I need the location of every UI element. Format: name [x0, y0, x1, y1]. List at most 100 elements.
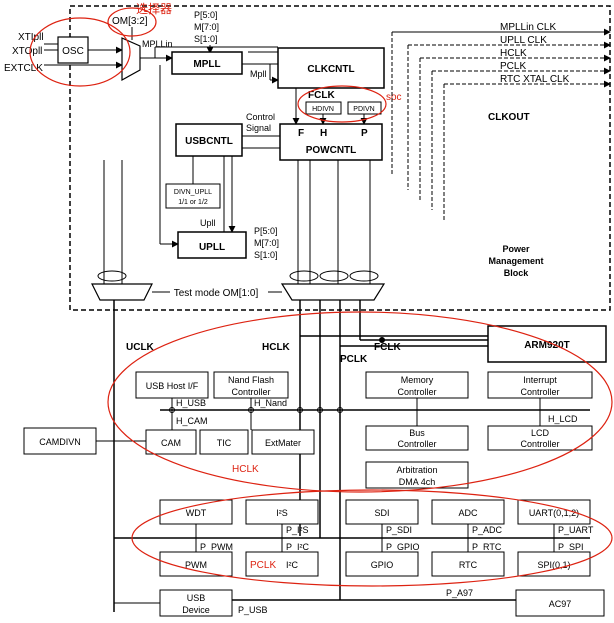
interrupt-label-2: Controller	[520, 387, 559, 397]
usbcntl-box	[175, 123, 243, 157]
p-pwm-label: P_PWM	[200, 542, 233, 552]
upll-label: UPLL	[199, 242, 225, 253]
red-circle-divn	[297, 85, 387, 123]
arm920t-label: ARM920T	[524, 340, 570, 351]
gpio-label: GPIO	[371, 560, 394, 570]
tic-label: TIC	[217, 438, 232, 448]
hclk-bus-label: HCLK	[262, 342, 291, 353]
xtipll-label: XTIpll	[18, 32, 44, 43]
out-rtc-xtal-clk: RTC XTAL CLK	[500, 74, 570, 85]
ac97-box	[515, 589, 605, 617]
lcd-box	[487, 425, 593, 451]
pclk-note: PCLK	[250, 560, 276, 571]
nand-box	[213, 371, 289, 399]
usb-device-label-1: USB	[187, 593, 206, 603]
out-hclk: HCLK	[500, 48, 527, 59]
i2s-box	[245, 499, 319, 525]
nand-label-1: Nand Flash	[228, 375, 274, 385]
test-mux-left	[91, 283, 153, 301]
uart-box	[517, 499, 591, 525]
tic-box	[199, 429, 249, 455]
clkout-label: CLKOUT	[488, 112, 530, 123]
out-pclk: PCLK	[500, 61, 526, 72]
control-signal-1: Control	[246, 112, 275, 122]
nand-label-2: Controller	[231, 387, 270, 397]
red-circle-ahb	[107, 311, 613, 493]
usb-device-label-2: Device	[182, 605, 210, 615]
power-block-1: Power	[502, 244, 530, 254]
upll-out-label: Upll	[200, 218, 216, 228]
selector-note: 选择器	[136, 2, 172, 16]
divn-upll-ratio: 1/1 or 1/2	[178, 199, 208, 206]
h-lcd-label: H_LCD	[548, 414, 578, 424]
h-usb-label: H_USB	[176, 398, 206, 408]
p-sdi-label: P_SDI	[386, 525, 412, 535]
red-circle-om	[107, 7, 157, 37]
h-cam-label: H_CAM	[176, 416, 208, 426]
rtc-label: RTC	[459, 560, 478, 570]
cam-label: CAM	[161, 438, 181, 448]
osc-box	[57, 36, 89, 64]
i2c-label: I²C	[286, 560, 298, 570]
mpll-out-label: Mpll	[250, 69, 267, 79]
gpio-box	[345, 551, 419, 577]
memory-label-2: Controller	[397, 387, 436, 397]
pdivn-label: PDIVN	[353, 106, 374, 113]
rtc-box	[431, 551, 505, 577]
out-mpllin-clk: MPLLin CLK	[500, 22, 556, 33]
out-upll-clk: UPLL CLK	[500, 35, 547, 46]
hclk-note: HCLK	[232, 464, 259, 475]
p-usb-label: P_USB	[238, 605, 268, 615]
p-i2s-label: P_I²S	[286, 525, 309, 535]
wdt-label: WDT	[186, 508, 207, 518]
sdi-box	[345, 499, 419, 525]
uart-label: UART(0,1,2)	[529, 508, 579, 518]
divn-upll-box	[165, 183, 221, 209]
clkcntl-label: CLKCNTL	[307, 64, 354, 75]
pms-top-m: M[7:0]	[194, 22, 219, 32]
extmater-label: ExtMater	[265, 438, 301, 448]
p-adc-label: P_ADC	[472, 525, 503, 535]
test-mux-right	[280, 283, 386, 301]
p-uart-label: P_UART	[558, 525, 594, 535]
arm920t-box	[487, 325, 607, 363]
pms-bottom-p: P[5:0]	[254, 226, 278, 236]
power-block-2: Management	[488, 256, 543, 266]
control-signal-2: Signal	[246, 123, 271, 133]
sdi-label: SDI	[374, 508, 389, 518]
divn-upll-label: DIVN_UPLL	[174, 189, 212, 196]
bus-label-2: Controller	[397, 439, 436, 449]
usb-host-label: USB Host I/F	[146, 381, 199, 391]
arbitration-box	[365, 461, 469, 489]
p-a97-label: P_A97	[446, 588, 473, 598]
fclk-bus-label: FCLK	[374, 342, 401, 353]
ac97-label: AC97	[549, 599, 572, 609]
i2c-box	[245, 551, 319, 577]
powcntl-box	[279, 123, 383, 161]
spi-label: SPI(0,1)	[537, 560, 570, 570]
p-gpio-label: P_GPIO	[386, 542, 420, 552]
powcntl-h: H	[320, 128, 327, 139]
powcntl-label: POWCNTL	[306, 145, 357, 156]
cam-box	[145, 429, 197, 455]
lcd-label-1: LCD	[531, 428, 550, 438]
mpllin-label: MPLLin	[142, 39, 173, 49]
osc-label: OSC	[62, 46, 84, 57]
clkcntl-box	[277, 47, 385, 89]
adc-label: ADC	[458, 508, 478, 518]
fclk-label: FCLK	[308, 90, 335, 101]
i2s-label: I²S	[276, 508, 288, 518]
lcd-label-2: Controller	[520, 439, 559, 449]
usbcntl-label: USBCNTL	[185, 136, 233, 147]
extclk-label: EXTCLK	[4, 63, 43, 74]
bus-label-1: Bus	[409, 428, 425, 438]
xtopll-label: XTOpll	[12, 46, 42, 57]
arbitration-label-2: DMA 4ch	[399, 477, 436, 487]
om32-label: OM[3:2]	[112, 16, 148, 27]
soc-note: soc	[386, 92, 402, 103]
bus-box	[365, 425, 469, 451]
hdivn-label: HDIVN	[312, 106, 334, 113]
pms-top-p: P[5:0]	[194, 10, 218, 20]
